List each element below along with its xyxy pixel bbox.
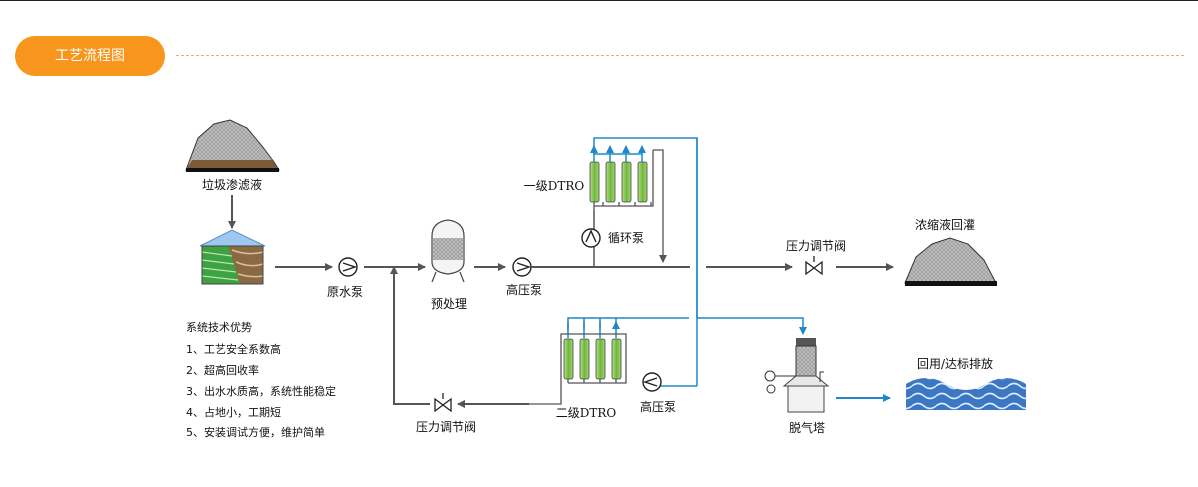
soil-basin-icon xyxy=(199,229,266,285)
concentrate-pile-icon xyxy=(904,237,997,286)
circulation-pump-label: 循环泵 xyxy=(608,231,644,245)
flow-concentrate-return xyxy=(653,149,667,263)
advantage-item: 1、工艺安全系数高 xyxy=(186,342,281,356)
raw-pump-icon xyxy=(338,257,358,277)
reuse-label: 回用/达标排放 xyxy=(917,356,993,371)
title-divider xyxy=(176,55,1184,56)
top-border xyxy=(0,0,1198,1)
hp-pump-1-icon xyxy=(512,257,532,277)
concentrate-label: 浓缩液回灌 xyxy=(915,217,975,232)
hp-pump-2-label: 高压泵 xyxy=(640,399,676,414)
dtro-1-membranes-icon xyxy=(589,150,654,210)
advantages-title: 系统技术优势 xyxy=(186,321,252,334)
pressure-valve-top-label: 压力调节阀 xyxy=(786,239,846,253)
hp-pump-1-label: 高压泵 xyxy=(506,282,542,297)
hp-pump-2-icon xyxy=(642,372,662,392)
circulation-pump-icon xyxy=(581,228,601,248)
advantage-item: 4、占地小，工期短 xyxy=(186,405,281,419)
advantage-item: 2、超高回收率 xyxy=(186,363,259,377)
pretreatment-tank-icon xyxy=(431,219,465,283)
pressure-valve-top-icon xyxy=(805,256,823,276)
pressure-valve-bottom-label: 压力调节阀 xyxy=(416,420,476,434)
degassing-label: 脱气塔 xyxy=(789,420,825,435)
dtro-2-label: 二级DTRO xyxy=(556,406,617,420)
dtro-1-label: 一级DTRO xyxy=(524,179,585,193)
degassing-tower-icon xyxy=(764,338,830,413)
advantage-item: 3、出水水质高，系统性能稳定 xyxy=(186,384,336,398)
leachate-pile-icon xyxy=(185,119,280,172)
advantage-item: 5、安装调试方便，维护简单 xyxy=(186,425,325,439)
pressure-valve-bottom-icon xyxy=(434,393,452,413)
advantages-list: 系统技术优势 1、工艺安全系数高 2、超高回收率 3、出水水质高，系统性能稳定 … xyxy=(186,321,336,439)
dtro-2-membranes-icon xyxy=(529,333,627,405)
raw-pump-label: 原水泵 xyxy=(327,285,363,299)
section-title: 工艺流程图 xyxy=(15,36,165,76)
water-waves-icon xyxy=(906,378,1026,410)
flow-recycle-line xyxy=(390,266,430,405)
leachate-label: 垃圾渗滤液 xyxy=(202,177,262,192)
pretreatment-label: 预处理 xyxy=(431,297,467,311)
dtro-2-permeate-flow xyxy=(567,318,689,338)
